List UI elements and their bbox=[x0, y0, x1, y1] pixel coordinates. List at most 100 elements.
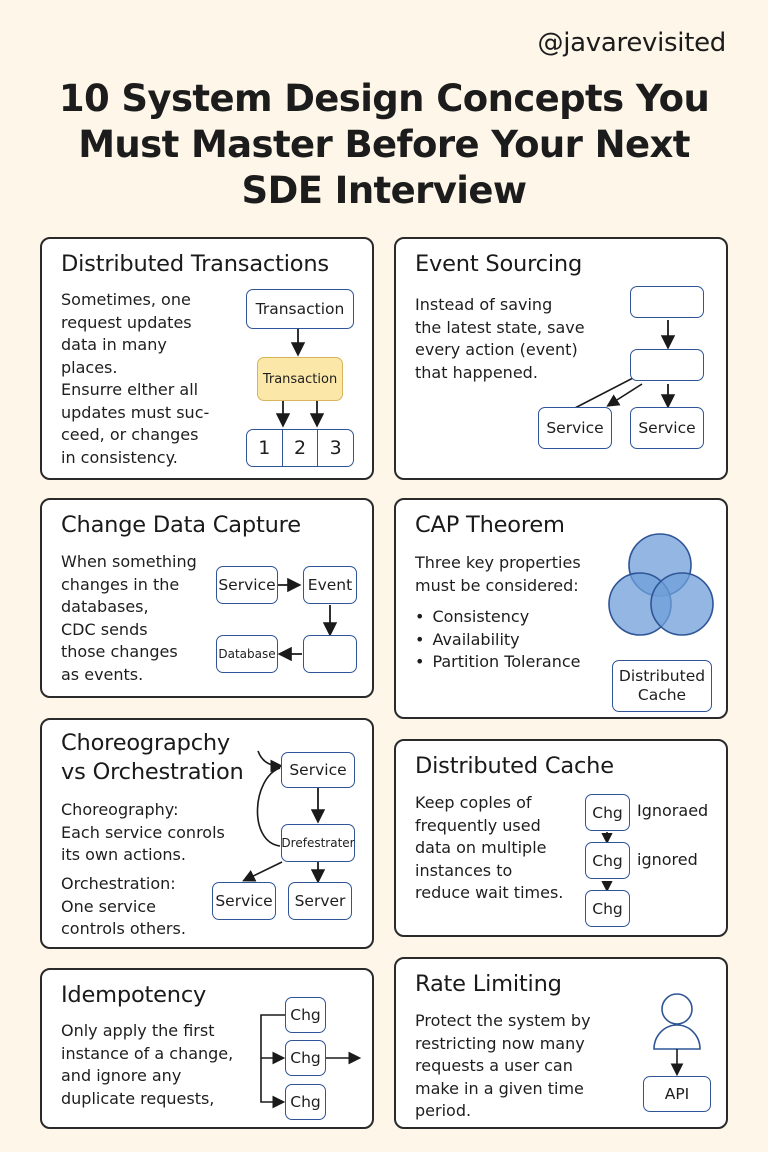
property-consistency: Consistency bbox=[415, 606, 581, 629]
participant-cell: 2 bbox=[283, 430, 319, 466]
desc-line: CDC sends bbox=[61, 619, 148, 639]
card-title: Change Data Capture bbox=[61, 512, 301, 538]
api-box: API bbox=[643, 1076, 711, 1112]
title-line: SDE Interview bbox=[241, 169, 528, 212]
desc-line: Protect the system by bbox=[415, 1011, 591, 1030]
desc-line: Sometimes, one bbox=[61, 290, 191, 309]
box-line: Cache bbox=[637, 686, 687, 704]
card-event-sourcing: Event Sourcing Instead of saving the lat… bbox=[394, 237, 728, 480]
transaction-coordinator-box: Transaction bbox=[257, 357, 343, 401]
card-description: Three key properties must be considered: bbox=[415, 552, 581, 597]
card-title: Choreograpchy vs Orchestration bbox=[61, 729, 244, 787]
card-description: Instead of saving the latest state, save… bbox=[415, 294, 585, 384]
desc-line: Orchestration: bbox=[61, 874, 176, 893]
desc-line: databases, bbox=[61, 597, 149, 616]
desc-line: Choreography: bbox=[61, 800, 179, 819]
desc-line: data in many bbox=[61, 335, 167, 354]
participant-cell: 1 bbox=[247, 430, 283, 466]
cache-node-box: Chg bbox=[585, 842, 630, 879]
desc-line: as events. bbox=[61, 664, 144, 684]
desc-line: changes in the bbox=[61, 574, 180, 594]
service-box: Service bbox=[630, 407, 704, 449]
change-box: Chg bbox=[285, 1040, 326, 1076]
change-box: Chg bbox=[285, 997, 326, 1033]
card-title: Idempotency bbox=[61, 982, 207, 1008]
card-title: Rate Limiting bbox=[415, 971, 562, 997]
card-title: Event Sourcing bbox=[415, 251, 583, 277]
desc-line: controls others. bbox=[61, 919, 186, 938]
distributed-cache-box: Distributed Cache bbox=[612, 660, 712, 712]
page-title: 10 System Design Concepts You Must Maste… bbox=[0, 76, 768, 214]
service-box: Service bbox=[281, 752, 355, 788]
card-choreography-orchestration: Choreograpchy vs Orchestration Choreogra… bbox=[40, 718, 374, 949]
card-cap-theorem: CAP Theorem Three key properties must be… bbox=[394, 498, 728, 719]
cache-node-box: Chg bbox=[585, 890, 630, 927]
desc-line: duplicate requests, bbox=[61, 1088, 215, 1108]
property-availability: Availability bbox=[415, 629, 581, 652]
card-description: Keep coples of frequently used data on m… bbox=[415, 792, 563, 905]
change-box: Chg bbox=[285, 1084, 326, 1120]
card-description: Sometimes, one request updates data in m… bbox=[61, 289, 209, 469]
connector-box bbox=[303, 635, 357, 673]
cap-properties-list: Consistency Availability Partition Toler… bbox=[415, 606, 581, 674]
desc-line: updates must suc- bbox=[61, 402, 210, 422]
card-description: Protect the system by restricting now ma… bbox=[415, 1010, 591, 1123]
card-description: When something changes in the databases,… bbox=[61, 551, 197, 686]
title-line: 10 System Design Concepts You bbox=[58, 77, 710, 120]
desc-line: reduce wait times. bbox=[415, 883, 564, 902]
orchestrator-box: Drefestrater bbox=[281, 824, 355, 862]
desc-line: Each service conrols bbox=[61, 822, 225, 842]
cache-node-box: Chg bbox=[585, 794, 630, 831]
title-line: Choreograpchy bbox=[61, 730, 231, 756]
desc-line: every action (event) bbox=[415, 340, 578, 359]
cache-node-label: ignored bbox=[637, 850, 698, 869]
box-line: Distributed bbox=[618, 667, 706, 685]
desc-line: that happened. bbox=[415, 362, 538, 382]
desc-line: Only apply the first bbox=[61, 1021, 215, 1040]
author-handle: @javarevisited bbox=[537, 28, 727, 58]
desc-line: the latest state, save bbox=[415, 317, 585, 337]
service-box: Service bbox=[538, 407, 612, 449]
desc-line: Ensurre elther all bbox=[61, 380, 199, 399]
desc-line: request updates bbox=[61, 312, 192, 332]
card-idempotency: Idempotency Only apply the first instanc… bbox=[40, 968, 374, 1129]
desc-line: in consistency. bbox=[61, 447, 178, 467]
desc-line: ceed, or changes bbox=[61, 425, 199, 444]
title-line: vs Orchestration bbox=[61, 759, 244, 785]
card-title: CAP Theorem bbox=[415, 512, 565, 538]
title-line: Must Master Before Your Next bbox=[78, 123, 690, 166]
venn-circle-top bbox=[628, 533, 692, 597]
venn-circle-right bbox=[650, 572, 714, 636]
event-log-box bbox=[630, 349, 704, 381]
desc-line: frequently used bbox=[415, 815, 541, 835]
service-box: Service bbox=[212, 882, 276, 920]
desc-line: Three key properties bbox=[415, 553, 581, 572]
desc-line: must be considered: bbox=[415, 575, 579, 595]
desc-line: Keep coples of bbox=[415, 793, 532, 812]
event-box: Event bbox=[303, 566, 357, 604]
desc-line: instances to bbox=[415, 860, 513, 880]
desc-line: requests a user can bbox=[415, 1056, 573, 1075]
desc-line: restricting now many bbox=[415, 1033, 585, 1053]
desc-line: Instead of saving bbox=[415, 295, 553, 314]
server-box: Server bbox=[288, 882, 352, 920]
desc-line: its own actions. bbox=[61, 845, 186, 864]
card-change-data-capture: Change Data Capture When something chang… bbox=[40, 498, 374, 698]
card-title: Distributed Transactions bbox=[61, 251, 329, 277]
desc-line: When something bbox=[61, 552, 197, 571]
desc-line: data on multiple bbox=[415, 838, 547, 857]
desc-line: instance of a change, bbox=[61, 1043, 234, 1063]
desc-line: those changes bbox=[61, 642, 178, 661]
event-store-box bbox=[630, 286, 704, 318]
desc-line: and ignore any bbox=[61, 1066, 182, 1085]
card-description: Only apply the first instance of a chang… bbox=[61, 1020, 233, 1110]
transaction-box: Transaction bbox=[246, 289, 354, 329]
desc-line: make in a given time bbox=[415, 1078, 584, 1098]
desc-line: period. bbox=[415, 1101, 472, 1120]
property-partition-tolerance: Partition Tolerance bbox=[415, 651, 580, 674]
choreography-description: Choreography: Each service conrols its o… bbox=[61, 799, 225, 867]
card-title: Distributed Cache bbox=[415, 753, 614, 779]
card-distributed-cache: Distributed Cache Keep coples of frequen… bbox=[394, 739, 728, 937]
participant-cells: 1 2 3 bbox=[246, 429, 354, 467]
card-distributed-transactions: Distributed Transactions Sometimes, one … bbox=[40, 237, 374, 480]
